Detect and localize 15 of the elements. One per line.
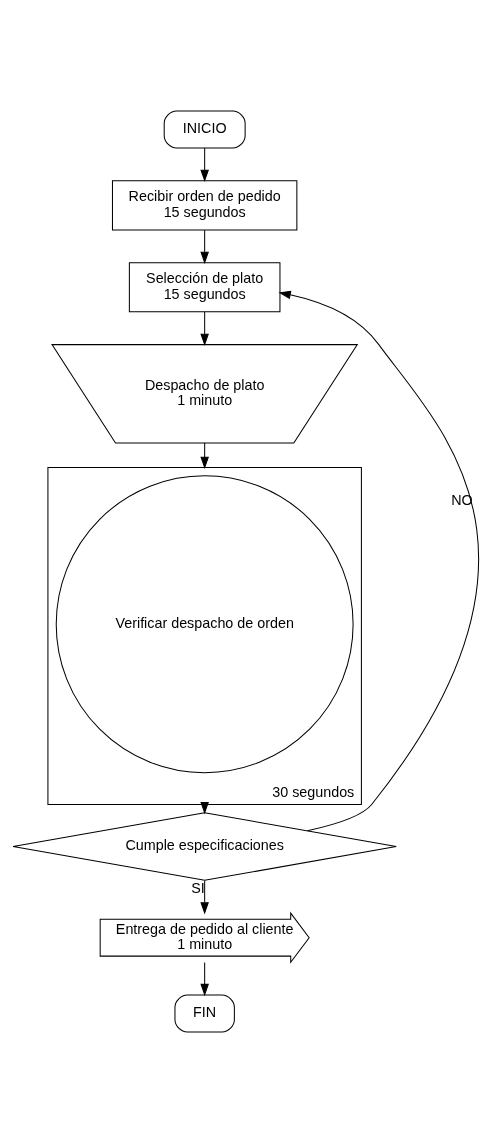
arrow <box>199 961 209 997</box>
node-box: FIN <box>173 994 235 1033</box>
arrow <box>199 311 209 346</box>
node-circle: Verificar despacho de orden <box>55 475 354 774</box>
edge-label: NO <box>450 492 473 509</box>
arrow <box>199 442 209 470</box>
arrow <box>199 229 209 265</box>
arrow <box>278 290 479 832</box>
arrow <box>199 880 209 915</box>
edge-label: SI <box>190 879 205 896</box>
node-diamond: Cumple especificaciones <box>12 812 397 881</box>
arrow <box>199 147 209 183</box>
node-box: INICIO <box>163 110 246 149</box>
node-box: Selección de plato 15 segundos <box>128 262 280 313</box>
node-box: Recibir orden de pedido 15 segundos <box>111 180 297 231</box>
